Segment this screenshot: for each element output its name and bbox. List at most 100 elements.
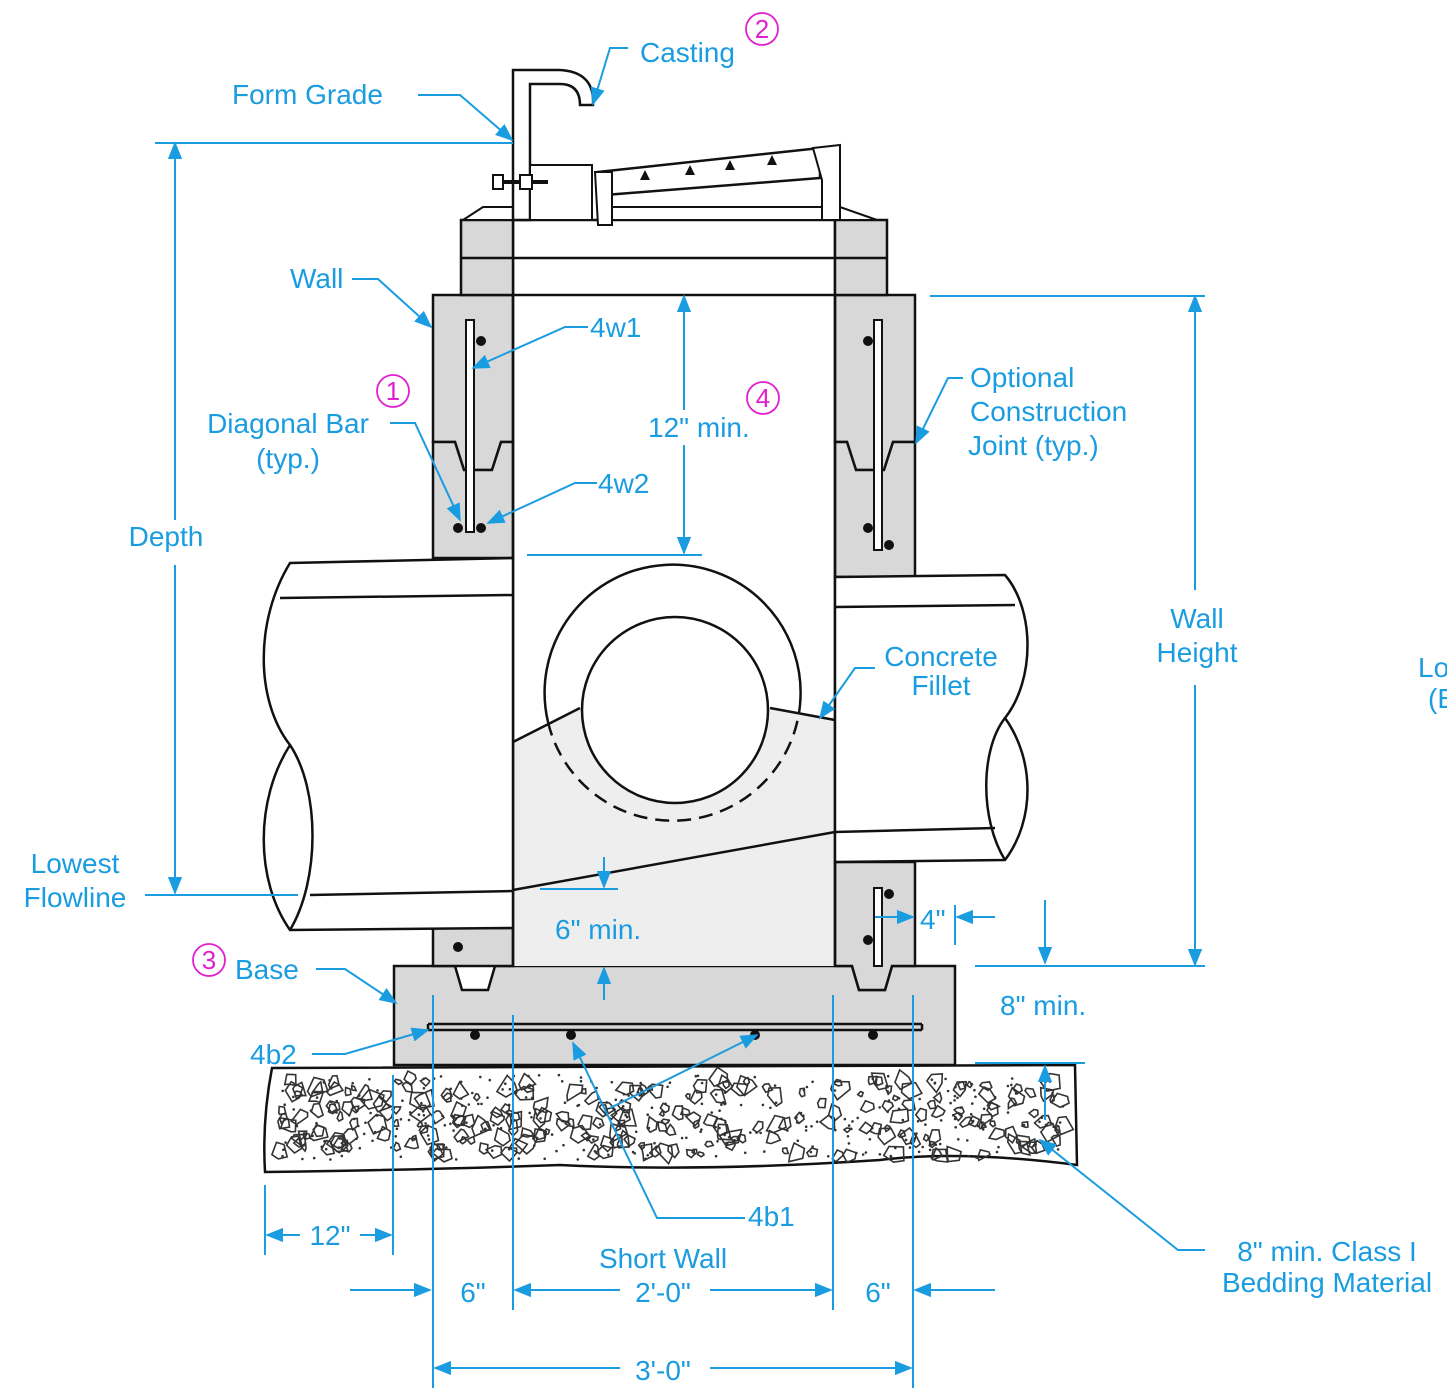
gravel-speck — [721, 1101, 725, 1104]
gravel-speck — [488, 1078, 492, 1082]
gravel-speck — [973, 1088, 976, 1092]
gravel-speck — [980, 1125, 984, 1128]
gravel-speck — [850, 1127, 853, 1131]
gravel-stone — [392, 1141, 402, 1152]
gravel-speck — [804, 1125, 808, 1128]
gravel-stone — [928, 1129, 942, 1147]
gravel-stone — [413, 1088, 435, 1109]
gravel-speck — [763, 1150, 766, 1153]
gravel-speck — [938, 1142, 942, 1146]
gravel-speck — [368, 1078, 371, 1081]
wall-label: Wall — [290, 263, 343, 294]
gravel-speck — [460, 1097, 463, 1100]
gravel-speck — [530, 1096, 534, 1100]
gravel-speck — [901, 1118, 905, 1122]
gravel-speck — [369, 1111, 372, 1115]
gravel-stone — [489, 1106, 504, 1119]
gravel-speck — [486, 1096, 489, 1099]
gravel-speck — [627, 1094, 630, 1097]
twelve-min-label: 12" min. — [648, 412, 750, 443]
right-pipe — [833, 573, 1029, 864]
gravel-speck — [557, 1073, 561, 1077]
gravel-stone — [309, 1123, 329, 1142]
gravel-speck — [1010, 1077, 1014, 1080]
eight-min-label: 8" min. — [1000, 990, 1086, 1021]
gravel-stone — [637, 1087, 646, 1097]
rebar-dot — [566, 1030, 576, 1040]
gravel-speck — [949, 1101, 952, 1105]
gravel-stone — [922, 1133, 930, 1143]
gravel-speck — [795, 1121, 799, 1124]
gravel-speck — [441, 1114, 444, 1118]
gravel-speck — [576, 1158, 580, 1161]
gravel-speck — [971, 1102, 974, 1105]
gravel-stone — [897, 1129, 907, 1139]
diagonal-bar-typ-label: (typ.) — [256, 443, 320, 474]
gravel-stone — [449, 1100, 468, 1120]
gravel-stone — [659, 1102, 670, 1114]
gravel-speck — [426, 1134, 430, 1137]
gravel-speck — [627, 1145, 630, 1148]
gravel-stone — [376, 1125, 392, 1142]
gravel-speck — [624, 1114, 627, 1117]
gravel-speck — [951, 1113, 955, 1117]
bar-4b1-label: 4b1 — [748, 1201, 795, 1232]
cut-off-label-1: Lo — [1418, 652, 1447, 683]
gravel-speck — [897, 1107, 901, 1111]
gravel-speck — [953, 1094, 957, 1098]
gravel-speck — [913, 1137, 917, 1140]
gravel-speck — [904, 1138, 908, 1142]
gravel-speck — [967, 1155, 970, 1158]
gravel-stone — [742, 1076, 751, 1087]
gravel-speck — [1061, 1105, 1065, 1108]
gravel-speck — [451, 1114, 455, 1118]
gravel-speck — [944, 1077, 947, 1081]
gravel-speck — [421, 1110, 425, 1113]
bar-4w1-label: 4w1 — [590, 312, 641, 343]
gravel-speck — [851, 1120, 854, 1123]
diagonal-bar-label: Diagonal Bar — [207, 408, 369, 439]
wall-height-label-2: Height — [1157, 637, 1238, 668]
gravel-stone — [614, 1081, 635, 1096]
bedding-label-1: 8" min. Class I — [1237, 1236, 1417, 1267]
gravel-speck — [933, 1082, 937, 1085]
gravel-speck — [338, 1137, 342, 1140]
gravel-stone — [465, 1135, 476, 1146]
gravel-speck — [700, 1081, 704, 1085]
gravel-speck — [953, 1117, 957, 1121]
gravel-speck — [664, 1102, 667, 1106]
gravel-stone — [495, 1074, 519, 1099]
gravel-speck — [1058, 1121, 1062, 1124]
gravel-speck — [408, 1111, 412, 1114]
gravel-speck — [993, 1095, 997, 1099]
gravel-speck — [724, 1121, 727, 1124]
gravel-speck — [957, 1138, 960, 1141]
gravel-speck — [878, 1106, 881, 1109]
gravel-speck — [954, 1126, 957, 1129]
gravel-speck — [710, 1111, 713, 1114]
construction-label: Construction — [970, 396, 1127, 427]
gravel-speck — [439, 1075, 443, 1078]
gravel-speck — [480, 1102, 483, 1106]
gravel-stone — [859, 1099, 875, 1114]
gravel-speck — [846, 1135, 850, 1138]
gravel-speck — [700, 1102, 704, 1106]
svg-text:4: 4 — [756, 383, 770, 413]
gravel-stone — [608, 1122, 629, 1144]
gravel-speck — [718, 1109, 721, 1112]
gravel-speck — [700, 1128, 703, 1131]
gravel-stone — [657, 1120, 669, 1132]
gravel-speck — [694, 1074, 698, 1078]
gravel-speck — [847, 1124, 851, 1127]
gravel-stone — [751, 1120, 764, 1134]
gravel-speck — [537, 1074, 541, 1077]
gravel-stone — [1050, 1133, 1062, 1147]
gravel-speck — [429, 1146, 433, 1149]
gravel-speck — [714, 1125, 717, 1129]
gravel-speck — [460, 1104, 464, 1107]
gravel-speck — [887, 1099, 891, 1102]
gravel-stone — [777, 1116, 792, 1131]
gravel-stone — [609, 1132, 624, 1149]
gravel-speck — [571, 1126, 575, 1129]
gravel-speck — [490, 1149, 494, 1152]
